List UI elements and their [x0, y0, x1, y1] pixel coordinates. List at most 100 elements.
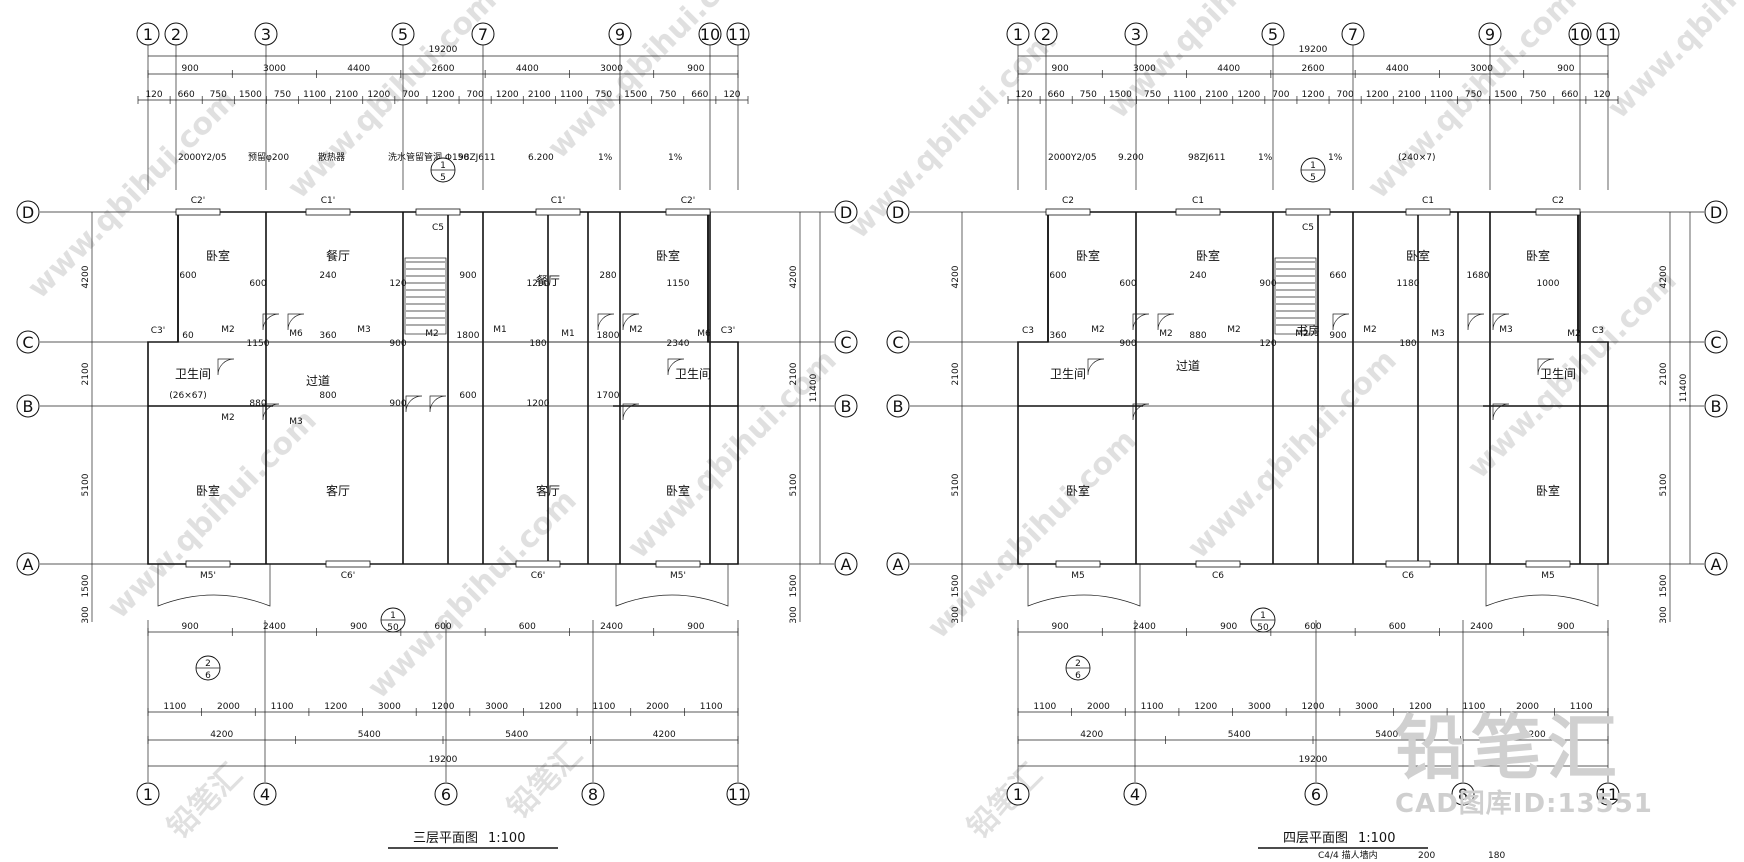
interior-dimension: 600 [1049, 271, 1066, 281]
side-dim-left: 1500 [81, 574, 91, 597]
axis-bubble-bottom-11-circle [1596, 782, 1620, 806]
axis-bubble-left-D-circle [16, 200, 40, 224]
door-swing [262, 403, 280, 421]
side-dim-left: 5100 [81, 473, 91, 496]
top-dim-row1-value: 900 [1052, 64, 1069, 74]
window-tag: C3 [1022, 326, 1034, 336]
axis-bubble-top-1: 1 [143, 25, 153, 44]
plan-scale: 1:100 [488, 831, 525, 846]
top-dim-row2-value: 750 [595, 90, 612, 100]
window-tag: C5 [432, 223, 444, 233]
window-symbol [1195, 560, 1241, 568]
room-label: 卫生间 [1540, 367, 1576, 381]
room-label: 卫生间 [175, 367, 211, 381]
axis-bubble-bottom-1-circle [1006, 782, 1030, 806]
top-dim-row2-value: 660 [1048, 90, 1065, 100]
top-dim-row2-value: 700 [1272, 90, 1289, 100]
axis-bubble-left-C-circle [886, 330, 910, 354]
window-symbol [175, 208, 221, 216]
axis-bubble-left-B-circle [886, 394, 910, 418]
door-swing [1492, 313, 1510, 331]
axis-bubble-bottom-8: 8 [588, 785, 598, 804]
annotation-note: 2000Y2/05 [1048, 153, 1097, 163]
room-label: 客厅 [326, 483, 350, 498]
top-dim-row2-value: 750 [1529, 90, 1546, 100]
side-dim-left: 5100 [951, 473, 961, 496]
bottom-total-label: 19200 [1299, 755, 1328, 765]
top-dim-row2-value: 750 [1465, 90, 1482, 100]
top-dim-row2-value: 120 [723, 90, 740, 100]
side-dim-left: 4200 [81, 265, 91, 288]
bottom-dim-row2-value: 1200 [432, 702, 455, 712]
window-symbol [535, 208, 581, 216]
annotation-note: 2000Y2/05 [178, 153, 227, 163]
detail-callout-number: 1 [440, 161, 446, 171]
detail-callout-ref: 6 [205, 671, 211, 681]
interior-dimension: 900 [1119, 339, 1136, 349]
axis-bubble-top-2: 2 [171, 25, 181, 44]
door-swing [622, 403, 640, 421]
annotation-note: 预留φ200 [248, 151, 289, 163]
window-tag: C3' [151, 326, 165, 336]
watermark-brand: 铅笔汇 [501, 737, 589, 825]
axis-bubble-bottom-4-circle [253, 782, 277, 806]
bottom-dim-row2-value: 1100 [592, 702, 615, 712]
bottom-dim-row1-value: 900 [182, 622, 199, 632]
top-dim-row2-value: 1200 [367, 90, 390, 100]
bottom-dim-row2-value: 1100 [1570, 702, 1593, 712]
window-tag: C2 [1062, 196, 1074, 206]
watermark-text: www.qbihui.com [1361, 0, 1584, 206]
footer-note: C4/4 描人墙内 [1318, 849, 1378, 861]
interior-dimension: 900 [459, 271, 476, 281]
window-tag: C2' [191, 196, 205, 206]
interior-dimension: 120 [389, 279, 406, 289]
side-dim-left: 4200 [951, 265, 961, 288]
interior-dimension: 600 [459, 391, 476, 401]
door-swing [1467, 313, 1485, 331]
interior-dimension: 1200 [527, 399, 550, 409]
top-dim-row2-value: 660 [178, 90, 195, 100]
window-symbol [1285, 208, 1331, 216]
stair-outline [404, 257, 447, 335]
top-dim-row2-value: 1500 [624, 90, 647, 100]
side-dim-right: 5100 [1659, 473, 1669, 496]
interior-dimension: 120 [1259, 339, 1276, 349]
annotation-note: (240×7) [1398, 153, 1435, 163]
axis-bubble-left-B: B [893, 397, 904, 416]
window-tag: C6 [1212, 571, 1224, 581]
bottom-dim-row2-value: 3000 [378, 702, 401, 712]
window-tag: C3 [1592, 326, 1604, 336]
side-dim-left: 300 [81, 606, 91, 623]
axis-bubble-top-2: 2 [1041, 25, 1051, 44]
door-tag: M6 [289, 329, 303, 339]
door-swing [1537, 358, 1555, 376]
interior-dimension: 60 [182, 331, 194, 341]
bottom-dim-row1-value: 2400 [1133, 622, 1156, 632]
bottom-dim-row1-value: 2400 [600, 622, 623, 632]
axis-bubble-top-1: 1 [1013, 25, 1023, 44]
interior-dimension: 180 [1399, 339, 1416, 349]
bottom-dim-row3-value: 4200 [1080, 730, 1103, 740]
room-label: 书房 [1296, 323, 1320, 338]
axis-bubble-left-A: A [23, 555, 34, 574]
axis-bubble-bottom-1: 1 [1013, 785, 1023, 804]
top-dim-row2-value: 750 [210, 90, 227, 100]
interior-dimension: 1150 [247, 339, 270, 349]
axis-bubble-right-A: A [841, 555, 852, 574]
detail-callout-ref: 5 [440, 173, 446, 183]
room-label: 过道 [1176, 359, 1200, 373]
room-label: 卧室 [656, 248, 680, 263]
bottom-dim-row3-value: 5400 [358, 730, 381, 740]
bottom-dim-row2-value: 1100 [1033, 702, 1056, 712]
room-label: 卧室 [666, 483, 690, 498]
exterior-wall [1017, 211, 1609, 565]
room-label: 卫生间 [1050, 367, 1086, 381]
bottom-dim-row1-value: 900 [1557, 622, 1574, 632]
axis-bubble-right-D: D [1710, 203, 1722, 222]
room-label: 卧室 [1406, 248, 1430, 263]
door-swing [622, 313, 640, 331]
watermark-text: www.qbihui.com [101, 403, 324, 626]
axis-bubble-top-10: 10 [700, 25, 720, 44]
side-dim-left: 1500 [951, 574, 961, 597]
bottom-dim-row2-value: 1100 [1141, 702, 1164, 712]
